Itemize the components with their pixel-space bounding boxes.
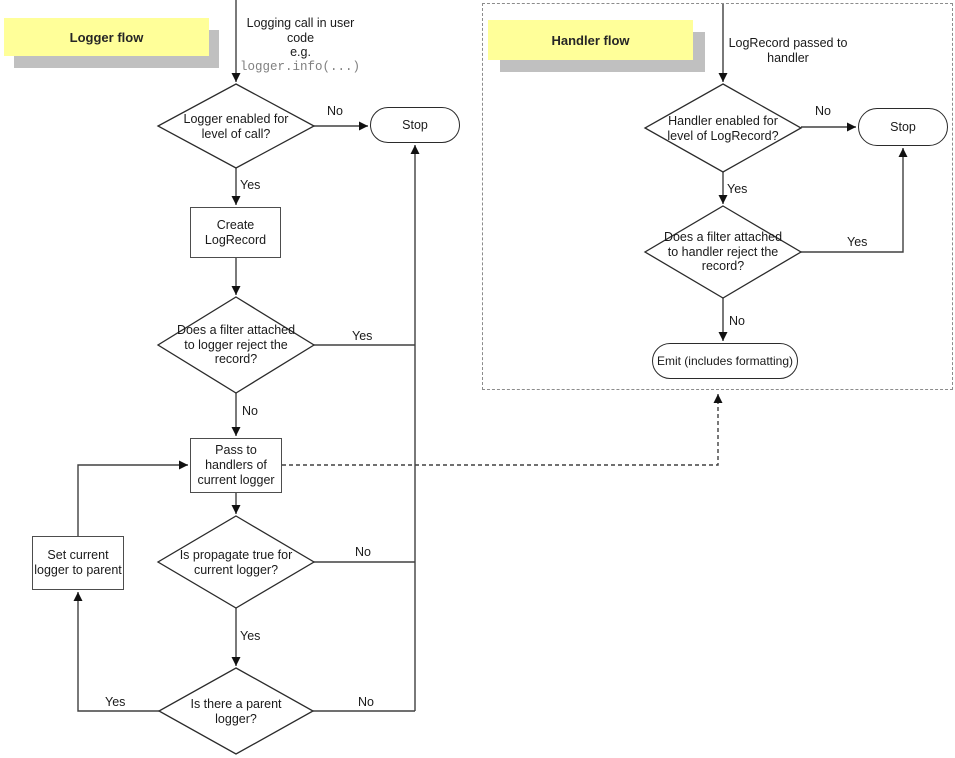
edge-label-hfilter-yes: Yes — [847, 235, 868, 249]
edge-label-filter-yes: Yes — [352, 329, 373, 343]
edge-label-hfilter-no: No — [729, 314, 745, 328]
logger-entry-code: logger.info(...) — [239, 60, 361, 74]
edge-label-filter-no: No — [242, 404, 258, 418]
edge-label-propagate-yes: Yes — [240, 629, 261, 643]
decision-logger-filter — [156, 296, 316, 394]
create-logrecord-text: Create LogRecord — [204, 217, 267, 247]
edge-parent-yes — [73, 592, 159, 712]
edge-pass-to-handler-flow — [282, 394, 723, 466]
edge-label-parent-yes: Yes — [105, 695, 126, 709]
edge-loop-to-pass — [77, 460, 188, 536]
decision-parent-logger — [157, 667, 315, 755]
decision-handler-filter-text: Does a filter attached to handler reject… — [663, 230, 783, 273]
decision-propagate — [156, 515, 316, 609]
emit-terminal: Emit (includes formatting) — [652, 343, 798, 379]
decision-logger-level — [156, 83, 316, 169]
logger-stop-text: Stop — [402, 118, 428, 132]
edge-label-level-no: No — [327, 104, 343, 118]
handler-flow-label: Handler flow — [488, 20, 693, 60]
emit-text: Emit (includes formatting) — [656, 354, 794, 368]
logger-flow-title: Logger flow — [69, 29, 144, 45]
logger-stop-terminal: Stop — [370, 107, 460, 143]
create-logrecord-box: Create LogRecord — [190, 207, 281, 258]
edge-label-propagate-no: No — [355, 545, 371, 559]
edge-label-level-yes: Yes — [240, 178, 261, 192]
decision-logger-level-text: Logger enabled for level of call? — [183, 112, 289, 141]
pass-to-handlers-text: Pass to handlers of current logger — [197, 443, 275, 487]
decision-parent-logger-text: Is there a parent logger? — [190, 697, 282, 726]
edge-hfilter-yes — [801, 148, 908, 253]
decision-logger-filter-text: Does a filter attached to logger reject … — [176, 323, 296, 366]
decision-propagate-text: Is propagate true for current logger? — [179, 548, 293, 577]
handler-stop-text: Stop — [890, 120, 916, 134]
set-current-logger-text: Set current logger to parent — [34, 548, 122, 577]
set-current-logger-box: Set current logger to parent — [32, 536, 124, 590]
handler-stop-terminal: Stop — [858, 108, 948, 146]
edge-label-hlevel-yes: Yes — [727, 182, 748, 196]
decision-handler-level-text: Handler enabled for level of LogRecord? — [667, 114, 779, 143]
logger-entry-note: Logging call in user code e.g. — [246, 16, 355, 59]
edge-label-hlevel-no: No — [815, 104, 831, 118]
decision-handler-filter — [643, 205, 803, 299]
handler-flow-title: Handler flow — [551, 32, 630, 48]
decision-handler-level — [643, 83, 803, 173]
edge-label-parent-no: No — [358, 695, 374, 709]
pass-to-handlers-box: Pass to handlers of current logger — [190, 438, 282, 493]
handler-entry-note: LogRecord passed to handler — [728, 36, 848, 65]
logger-flow-label: Logger flow — [4, 18, 209, 56]
